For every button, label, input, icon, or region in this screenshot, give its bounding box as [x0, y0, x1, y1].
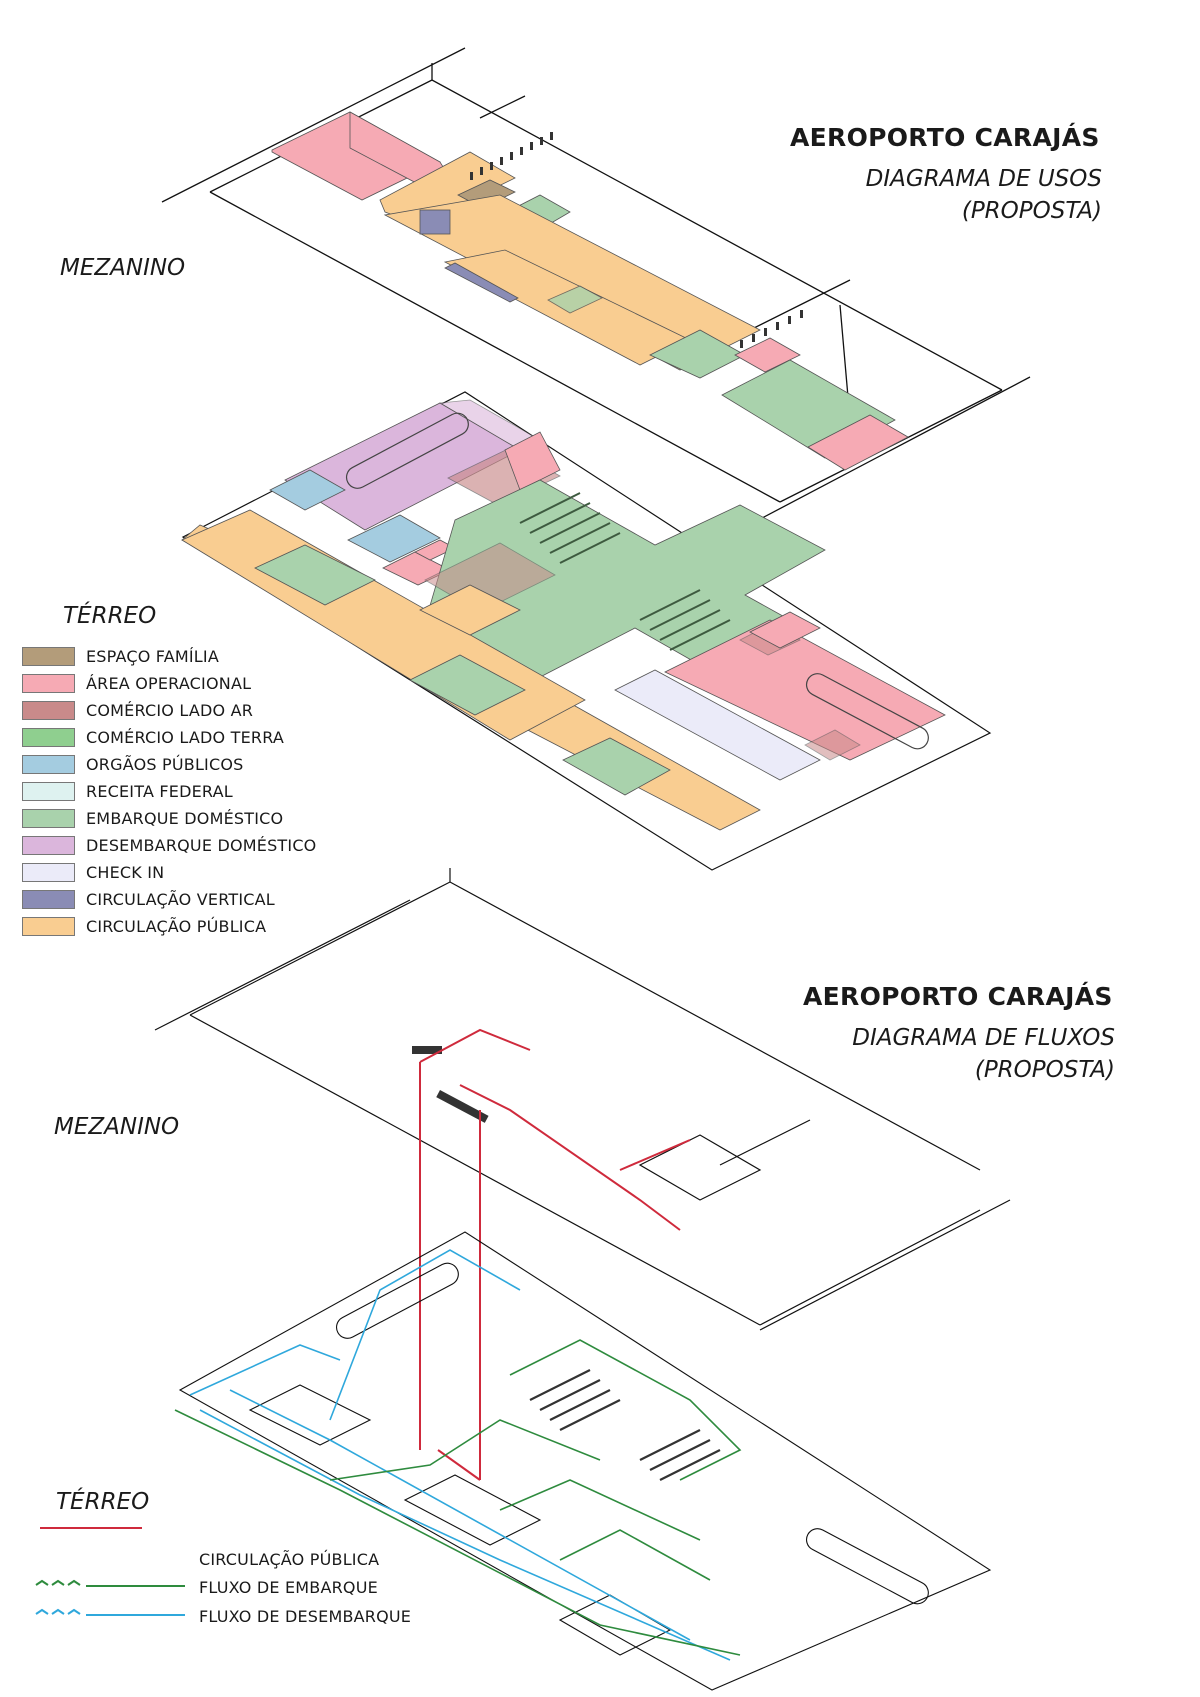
- legend-swatch: [22, 863, 75, 882]
- legend-label: CIRCULAÇÃO VERTICAL: [86, 890, 275, 909]
- legend-swatch: [22, 728, 75, 747]
- uses-legend: ESPAÇO FAMÍLIA ÁREA OPERACIONAL COMÉRCIO…: [22, 643, 316, 940]
- legend-item: CIRCULAÇÃO PÚBLICA: [22, 913, 316, 940]
- legend-label: ORGÃOS PÚBLICOS: [86, 755, 244, 774]
- uses-terreo-label: TÉRREO: [63, 603, 157, 629]
- legend-item: ESPAÇO FAMÍLIA: [22, 643, 316, 670]
- flows-legend-lines: [35, 1527, 185, 1616]
- legend-label: CHECK IN: [86, 863, 165, 882]
- legend-item: COMÉRCIO LADO TERRA: [22, 724, 316, 751]
- legend-arrival-label: FLUXO DE DESEMBARQUE: [199, 1607, 412, 1626]
- legend-label: EMBARQUE DOMÉSTICO: [86, 809, 284, 828]
- legend-label: CIRCULAÇÃO PÚBLICA: [86, 917, 267, 936]
- legend-item: RECEITA FEDERAL: [22, 778, 316, 805]
- uses-mezanino-label: MEZANINO: [60, 255, 186, 281]
- flows-public-circulation: [419, 1028, 691, 1481]
- uses-title: AEROPORTO CARAJÁS: [790, 123, 1100, 152]
- legend-swatch: [22, 674, 75, 693]
- flows-title: AEROPORTO CARAJÁS: [803, 982, 1113, 1011]
- legend-label: ÁREA OPERACIONAL: [86, 674, 252, 693]
- flows-subtitle-line2: (PROPOSTA): [974, 1057, 1115, 1083]
- legend-item: EMBARQUE DOMÉSTICO: [22, 805, 316, 832]
- uses-subtitle-line2: (PROPOSTA): [961, 198, 1102, 224]
- flows-mezanino-stairs: [412, 1046, 489, 1123]
- legend-swatch: [22, 890, 75, 909]
- uses-mezanino-zones: [271, 111, 909, 471]
- legend-swatch: [22, 809, 75, 828]
- uses-terreo-seating: [519, 492, 731, 651]
- legend-label: RECEITA FEDERAL: [86, 782, 233, 801]
- legend-label: COMÉRCIO LADO AR: [86, 701, 254, 720]
- uses-terreo-baggage-loops: [345, 412, 929, 750]
- legend-item: DESEMBARQUE DOMÉSTICO: [22, 832, 316, 859]
- legend-label: COMÉRCIO LADO TERRA: [86, 728, 285, 747]
- flows-subtitle-line1: DIAGRAMA DE FLUXOS: [852, 1025, 1115, 1051]
- legend-item: CHECK IN: [22, 859, 316, 886]
- uses-mezanino-seats: [470, 132, 803, 348]
- flows-terreo-plan: [178, 1231, 992, 1691]
- legend-item: ÁREA OPERACIONAL: [22, 670, 316, 697]
- legend-swatch: [22, 836, 75, 855]
- flows-boarding-paths: [174, 1339, 742, 1656]
- legend-swatch: [22, 701, 75, 720]
- legend-swatch: [22, 782, 75, 801]
- uses-subtitle: DIAGRAMA DE USOS (PROPOSTA): [866, 163, 1102, 227]
- legend-label: DESEMBARQUE DOMÉSTICO: [86, 836, 317, 855]
- legend-label: ESPAÇO FAMÍLIA: [86, 647, 219, 666]
- flows-terreo-label: TÉRREO: [56, 1489, 150, 1515]
- legend-boarding-label: FLUXO DE EMBARQUE: [199, 1578, 378, 1597]
- legend-item: ORGÃOS PÚBLICOS: [22, 751, 316, 778]
- legend-swatch: [22, 647, 75, 666]
- legend-swatch: [22, 755, 75, 774]
- flows-terreo-seating: [529, 1369, 721, 1481]
- legend-item: COMÉRCIO LADO AR: [22, 697, 316, 724]
- legend-swatch: [22, 917, 75, 936]
- uses-subtitle-line1: DIAGRAMA DE USOS: [865, 166, 1102, 192]
- flows-mezanino-label: MEZANINO: [54, 1114, 180, 1140]
- legend-item: CIRCULAÇÃO VERTICAL: [22, 886, 316, 913]
- flows-mezanino-plan: [154, 868, 1011, 1331]
- flows-departure-paths: [189, 1249, 731, 1661]
- flows-subtitle: DIAGRAMA DE FLUXOS (PROPOSTA): [852, 1022, 1115, 1086]
- uses-terreo-plan: [181, 391, 992, 871]
- legend-public-label: CIRCULAÇÃO PÚBLICA: [199, 1550, 380, 1569]
